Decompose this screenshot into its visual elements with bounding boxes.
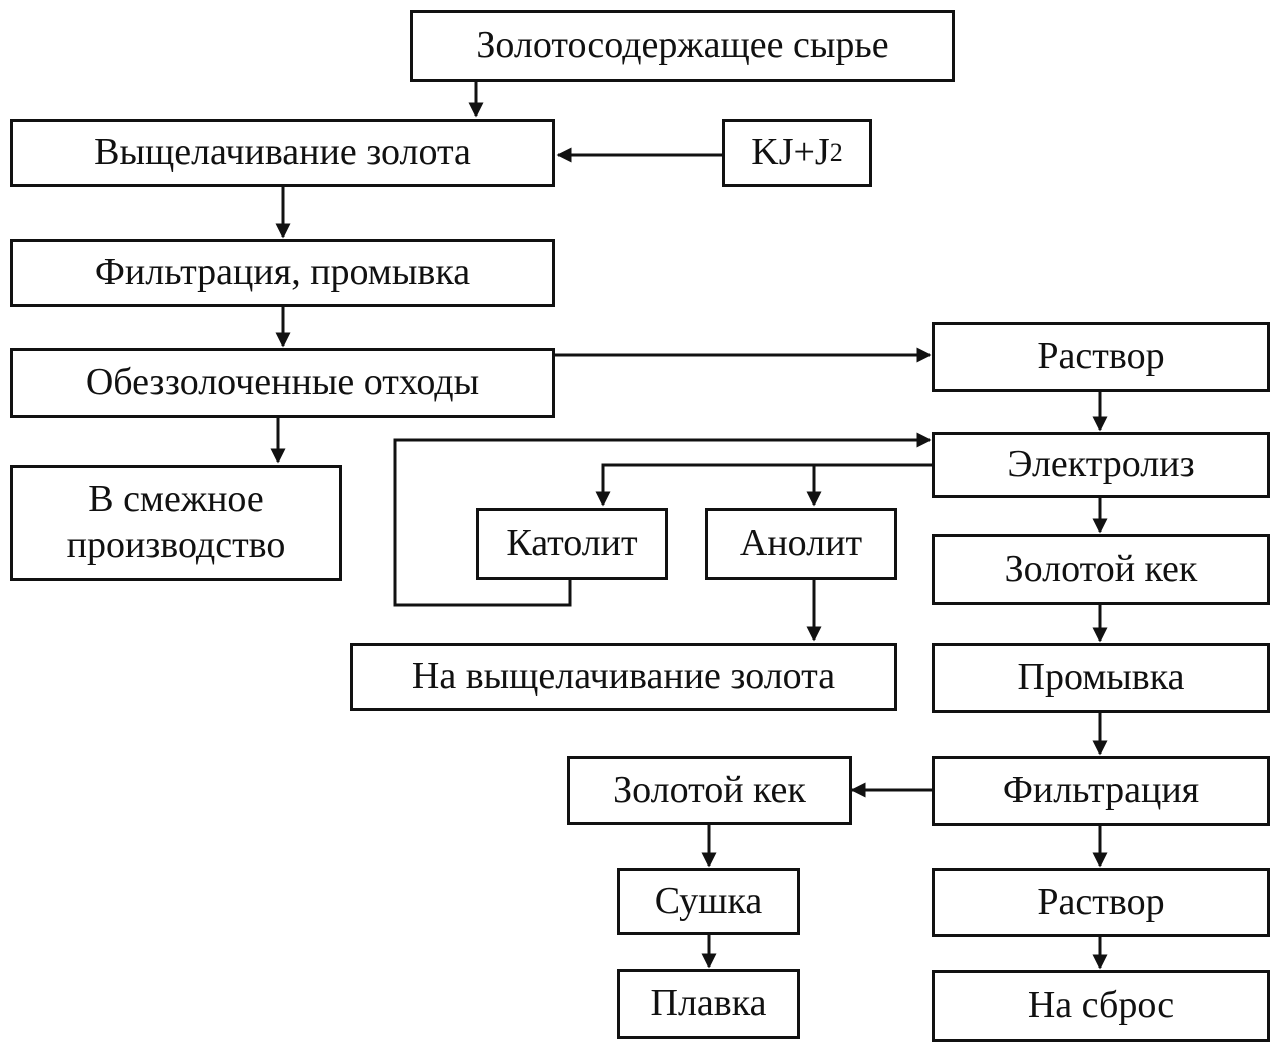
- adjacent-line-2: производство: [66, 524, 286, 566]
- solution-box-1: Раствор: [932, 322, 1270, 392]
- leaching-box: Выщелачивание золота: [10, 119, 555, 187]
- solution-box-2: Раствор: [932, 868, 1270, 937]
- waste-box: Обеззолоченные отходы: [10, 348, 555, 418]
- reagent-main: KJ+J: [751, 131, 830, 174]
- adjacent-line-1: В смежное: [88, 478, 264, 521]
- reagent-subscript: 2: [829, 138, 843, 168]
- electrolysis-box: Электролиз: [932, 432, 1270, 498]
- adjacent-production-box: В смежное производство: [10, 465, 342, 581]
- drying-box: Сушка: [617, 868, 800, 935]
- gold-cake-box-2: Золотой кек: [567, 756, 852, 825]
- filtration-box: Фильтрация: [932, 756, 1270, 826]
- line-electrolysis-split: [595, 463, 932, 507]
- raw-material-box: Золотосодержащее сырье: [410, 10, 955, 82]
- discharge-box: На сброс: [932, 970, 1270, 1042]
- smelting-box: Плавка: [617, 969, 800, 1039]
- gold-cake-box-1: Золотой кек: [932, 534, 1270, 605]
- catholyte-box: Католит: [476, 508, 668, 580]
- washing-box: Промывка: [932, 643, 1270, 713]
- filtration-washing-box: Фильтрация, промывка: [10, 239, 555, 307]
- to-leaching-box: На выщелачивание золота: [350, 643, 897, 711]
- line-catholyte-recycle: [393, 432, 932, 607]
- anolyte-box: Анолит: [705, 508, 897, 580]
